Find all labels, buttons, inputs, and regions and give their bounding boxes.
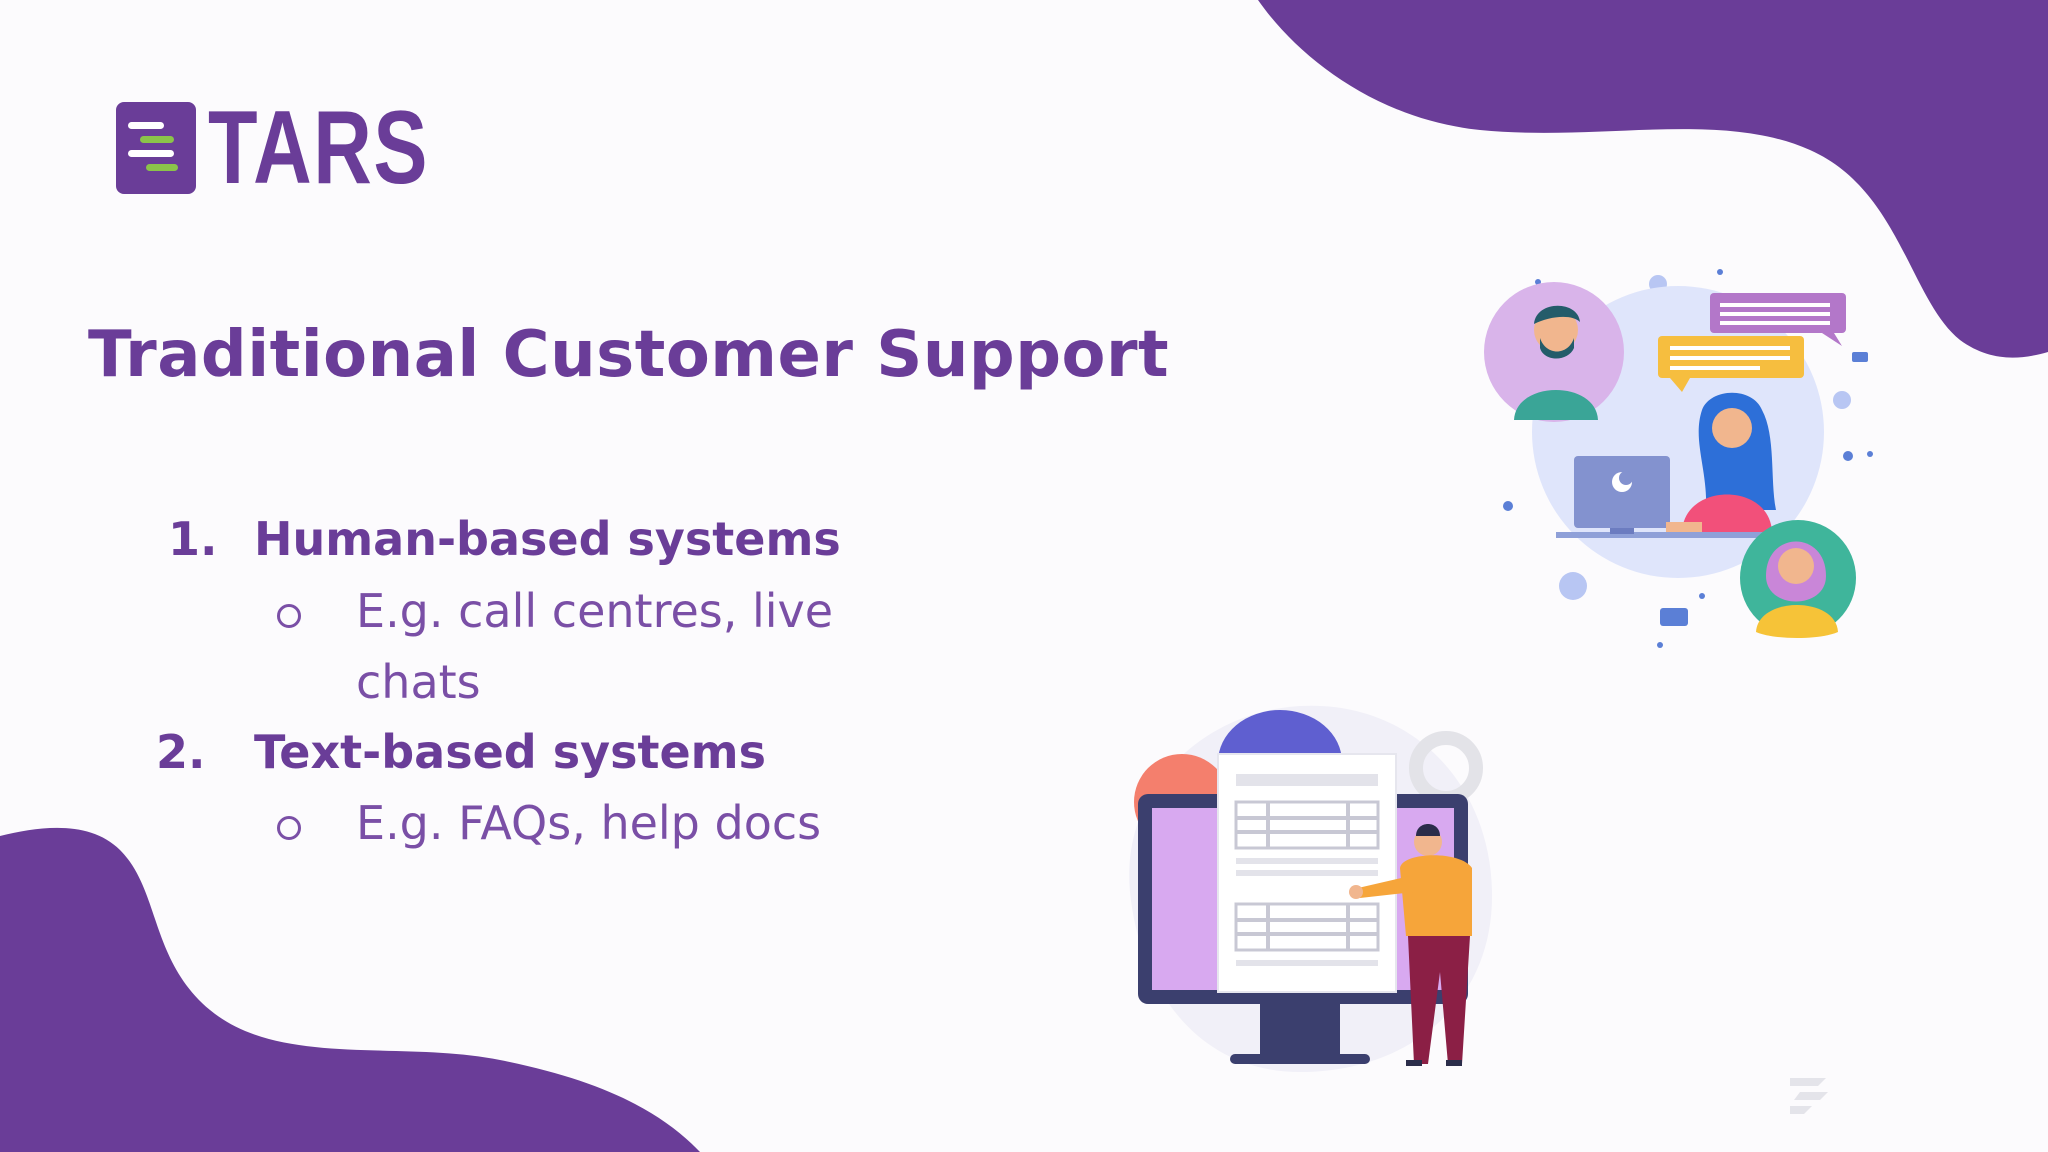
list-sub-1-line-2: chats [356, 655, 481, 709]
list-sub-1-line-1: E.g. call centres, live [356, 584, 834, 638]
list-number-1: 1. [168, 512, 218, 566]
tars-logo: TARS [116, 96, 491, 200]
slide-title: Traditional Customer Support [88, 318, 1170, 392]
logo-text: TARS [208, 90, 430, 206]
tars-logo-icon [116, 102, 196, 194]
bottom-left-blob [0, 827, 700, 1152]
sub-bullet-icon [277, 816, 301, 840]
list-number-2: 2. [156, 725, 206, 779]
watermark-icon [1790, 1078, 1828, 1114]
customer-support-illustration [1484, 269, 1873, 648]
list-label-1: Human-based systems [254, 512, 841, 566]
documentation-illustration [1129, 705, 1493, 1072]
list-label-2: Text-based systems [254, 725, 766, 779]
sub-bullet-icon [277, 604, 301, 628]
list-sub-2-line-1: E.g. FAQs, help docs [356, 796, 822, 850]
top-right-blob [1258, 0, 2048, 358]
